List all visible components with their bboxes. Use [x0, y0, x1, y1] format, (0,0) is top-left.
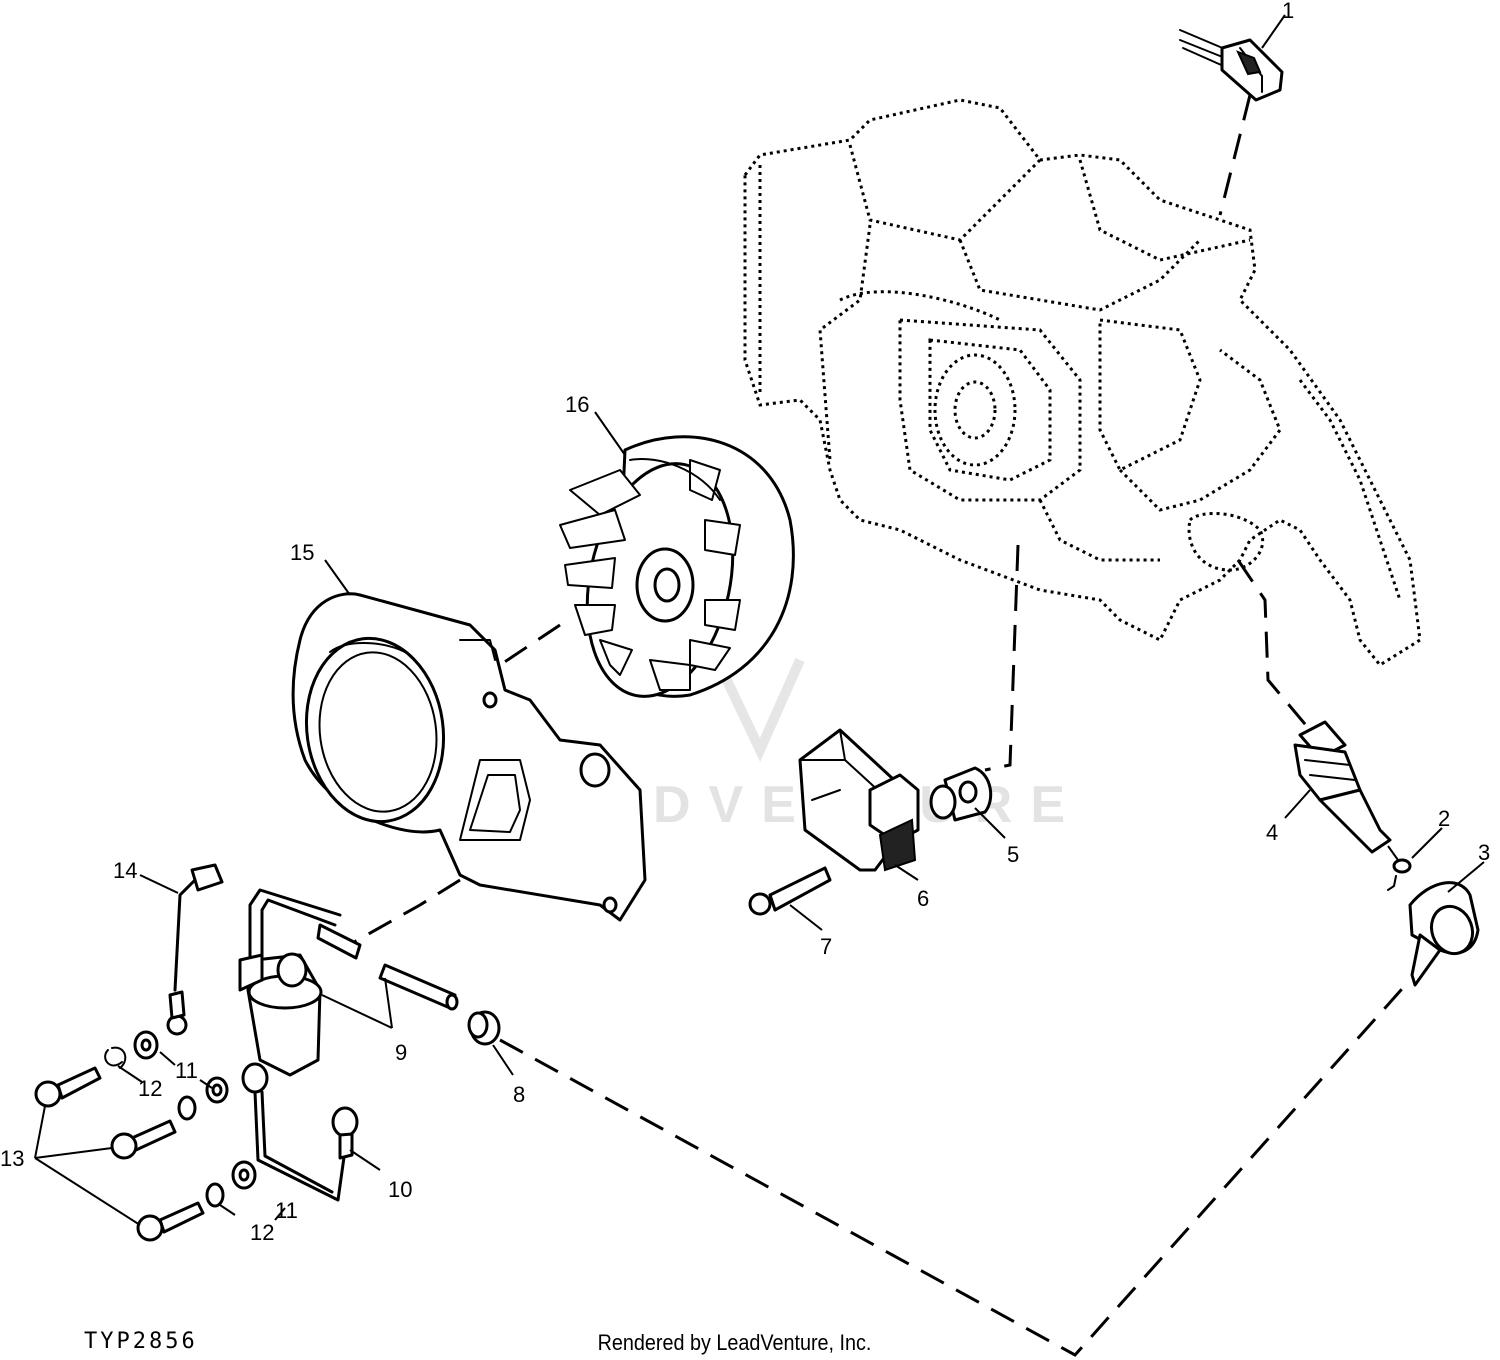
part-16-flywheel [559, 435, 795, 698]
part-9-coil-assembly [238, 888, 459, 1077]
callout-7: 7 [820, 934, 832, 959]
engine-crankcase [743, 98, 1422, 667]
part-6-ignition-module [798, 728, 920, 872]
lockwasher-12-upper [104, 1049, 123, 1067]
part-2-terminal-nut [1387, 858, 1412, 891]
part-8-grommet [467, 1010, 501, 1046]
washers [104, 1030, 257, 1208]
callout-12-upper: 12 [138, 1076, 162, 1101]
callout-8: 8 [513, 1082, 525, 1107]
callout-1: 1 [1282, 0, 1294, 23]
callout-11-lower: 11 [275, 1198, 298, 1223]
callout-5: 5 [1007, 842, 1019, 867]
assembly-lines [339, 94, 1412, 1357]
render-credit: Rendered by LeadVenture, Inc. [598, 1331, 872, 1355]
part-5-spacer [929, 766, 993, 822]
part-13-bolts [34, 1066, 205, 1242]
callout-3: 3 [1478, 840, 1490, 865]
callout-labels: 1 2 3 4 5 6 7 8 9 10 11 11 12 12 13 14 1… [0, 0, 1490, 1245]
part-15-blower-housing [291, 592, 647, 922]
callout-15: 15 [290, 540, 314, 565]
part-10-ground-strap [241, 1062, 359, 1202]
callout-10: 10 [388, 1177, 412, 1202]
callout-14: 14 [113, 858, 137, 883]
lockwasher-12-lower [205, 1182, 225, 1208]
callout-9: 9 [395, 1040, 407, 1065]
callout-4: 4 [1266, 820, 1278, 845]
part-3-plug-boot [1408, 881, 1480, 987]
part-1-wire-connector [1179, 29, 1284, 102]
leader-lines [34, 14, 1485, 1226]
callout-16: 16 [565, 392, 589, 417]
part-4-spark-plug [1293, 720, 1399, 861]
callout-2: 2 [1438, 806, 1450, 831]
figure-id: TYP2856 [84, 1329, 198, 1354]
part-14-ground-wire [166, 863, 224, 1036]
lockwasher-12-mid [177, 1095, 197, 1121]
callout-11-upper: 11 [175, 1058, 198, 1083]
callout-6: 6 [917, 886, 929, 911]
part-7-bolt [748, 866, 832, 916]
callout-12-lower: 12 [250, 1220, 274, 1245]
callout-13: 13 [0, 1146, 24, 1171]
